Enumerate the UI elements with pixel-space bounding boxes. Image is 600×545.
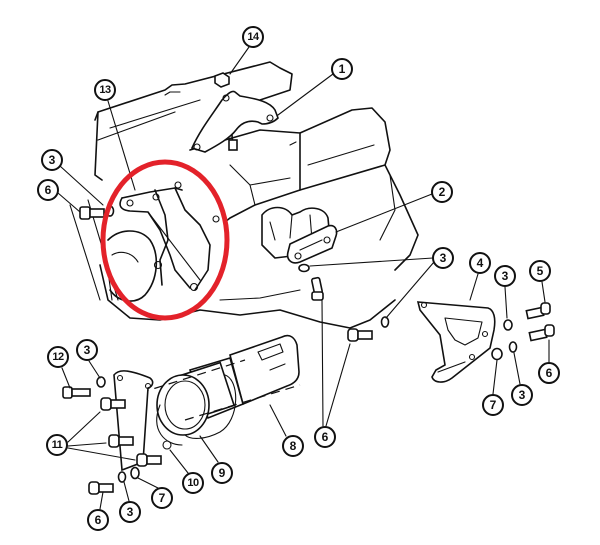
callout-10: 10 <box>182 472 204 494</box>
callout-7: 7 <box>151 487 173 509</box>
callout-6: 6 <box>314 426 336 448</box>
callout-8: 8 <box>282 435 304 457</box>
part-4-bracket <box>347 301 555 383</box>
callout-12: 12 <box>47 346 69 368</box>
callout-11: 11 <box>46 434 68 456</box>
part-8-starter <box>139 334 301 446</box>
callout-7: 7 <box>482 394 504 416</box>
callout-4: 4 <box>469 252 491 274</box>
callout-9: 9 <box>211 462 233 484</box>
callout-6: 6 <box>538 362 560 384</box>
callout-3: 3 <box>76 339 98 361</box>
callout-3: 3 <box>494 265 516 287</box>
callout-2: 2 <box>431 181 453 203</box>
callout-3: 3 <box>432 247 454 269</box>
callout-3: 3 <box>41 149 63 171</box>
highlight-ellipse <box>100 159 230 321</box>
callout-3: 3 <box>119 501 141 523</box>
part-13-bracket <box>107 181 220 302</box>
callout-6: 6 <box>37 179 59 201</box>
callout-3: 3 <box>511 384 533 406</box>
callout-6: 6 <box>87 509 109 531</box>
callout-13: 13 <box>94 79 116 101</box>
leader-lines <box>57 46 550 510</box>
callout-1: 1 <box>331 58 353 80</box>
callout-5: 5 <box>529 260 551 282</box>
starter-plate-and-bolts <box>62 370 172 495</box>
part-1-bracket <box>190 72 279 153</box>
part-2-bracket <box>286 224 338 301</box>
callout-14: 14 <box>242 26 264 48</box>
